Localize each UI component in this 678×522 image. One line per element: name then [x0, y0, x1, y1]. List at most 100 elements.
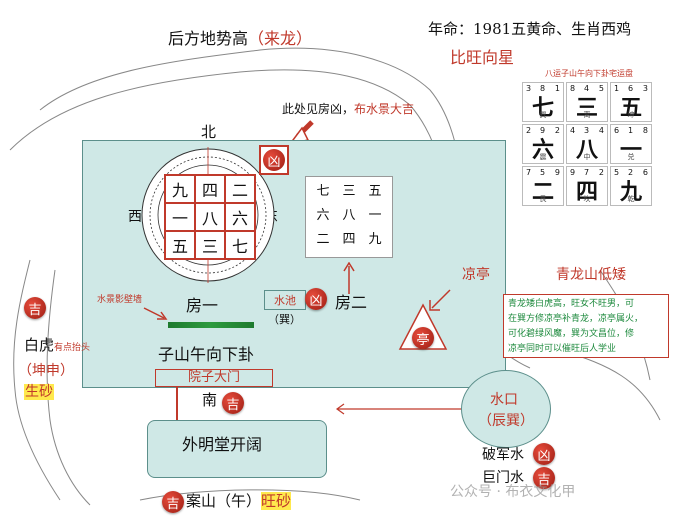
cell-left-num: 8 — [570, 84, 576, 93]
pavilion-badge: 亭 — [412, 327, 434, 349]
cell-palace: 中 — [583, 153, 591, 161]
thumb-cell: 一 — [368, 208, 382, 223]
cell-palace: 坤 — [627, 111, 635, 119]
thumb-cell: 八 — [342, 208, 356, 223]
house2-label: 房二 — [335, 293, 368, 312]
cell-symbol: 四 — [575, 180, 598, 205]
thumb-cell: 五 — [368, 184, 382, 199]
cell-left-num: 3 — [526, 84, 532, 93]
cell-mid-num: 3 — [584, 126, 590, 135]
advice-line-3: 可化碧绿风魔，巽为文昌位，修 — [508, 329, 635, 339]
pavilion-label: 凉亭 — [462, 267, 490, 283]
jumen-label: 巨门水 — [482, 470, 524, 486]
cell-left-num: 1 — [614, 84, 620, 93]
cell-symbol: 六 — [531, 138, 554, 163]
cell-right-num: 3 — [642, 84, 648, 93]
house-note-a: 此处见房凶， — [282, 102, 355, 116]
thumb-cell: 四 — [342, 232, 356, 247]
xun-direction: （巽） — [268, 313, 301, 326]
cell-symbol: 九 — [619, 180, 642, 205]
cell-symbol: 八 — [575, 138, 598, 163]
cell-palace: 坎 — [583, 195, 591, 203]
pojun-label: 破军水 — [482, 447, 524, 463]
xiong-pool-badge: 凶 — [305, 288, 327, 310]
back-high-text: 后方地势高 — [168, 29, 249, 48]
arrow-right-down-icon — [143, 307, 168, 320]
arrow-left-icon — [335, 403, 462, 415]
cell-left-num: 5 — [614, 168, 620, 177]
thumbnail-chart: 七 三 五 六 八 一 二 四 九 — [305, 176, 393, 258]
arrow-up-icon — [343, 262, 355, 294]
baihu-text: 白虎 — [24, 336, 55, 354]
cell-symbol: 七 — [531, 96, 554, 121]
pavilion-badge-text: 亭 — [416, 332, 430, 348]
cell-left-num: 4 — [570, 126, 576, 135]
nine-palace-grid: 九 四 二 一 八 六 五 三 七 — [164, 174, 256, 260]
palace-cell: 六 — [225, 203, 255, 231]
cell-mid-num: 7 — [584, 168, 590, 177]
cell-mid-num: 6 — [628, 84, 634, 93]
baihu-note: 有点抬头 — [54, 343, 91, 353]
cell-right-num: 1 — [554, 84, 560, 93]
house1-label: 房一 — [186, 296, 219, 315]
zi-wu-label: 子山午向下卦 — [158, 345, 255, 364]
cell-mid-num: 9 — [540, 126, 546, 135]
cell-left-num: 9 — [570, 168, 576, 177]
cell-mid-num: 1 — [628, 126, 634, 135]
courtyard-gate: 院子大门 — [155, 369, 273, 387]
chart-title: 八运子山午向下卦宅运盘 — [545, 69, 633, 78]
advice-line-4: 凉亭同时可以催旺后人学业 — [508, 344, 617, 354]
palace-cell: 九 — [165, 175, 195, 203]
cell-left-num: 6 — [614, 126, 620, 135]
pool-label: 水池 — [274, 294, 296, 307]
cell-mid-num: 4 — [584, 84, 590, 93]
cell-palace: 乾 — [627, 195, 635, 203]
advice-line-2: 在巽方修凉亭补青龙，凉亭属火， — [508, 314, 644, 324]
thumb-cell: 七 — [316, 184, 330, 199]
cell-palace: 离 — [583, 111, 591, 119]
cell-right-num: 2 — [598, 168, 604, 177]
cell-symbol: 三 — [575, 96, 598, 121]
compare-star-label: 比旺向星 — [450, 48, 515, 67]
water-outlet-pond — [461, 370, 551, 448]
ji-jumen-text: 吉 — [537, 472, 551, 488]
ji-south-text: 吉 — [226, 397, 240, 413]
thumb-cell: 二 — [316, 232, 330, 247]
shengsha-label: 生砂 — [24, 384, 54, 400]
cell-palace: 巽 — [539, 111, 547, 119]
cell-right-num: 9 — [554, 168, 560, 177]
gate-path — [176, 386, 178, 422]
cell-symbol: 二 — [531, 180, 554, 205]
cell-palace: 艮 — [539, 195, 547, 203]
birth-info: 年命：1981五黄命、生肖西鸡 — [428, 20, 632, 38]
cell-mid-num: 2 — [628, 168, 634, 177]
shuikou-label: 水口 — [490, 392, 518, 408]
compass-west: 西 — [128, 209, 142, 225]
thumb-cell: 三 — [342, 184, 356, 199]
cell-palace: 震 — [539, 153, 547, 161]
palace-cell: 四 — [195, 175, 225, 203]
xiong-pojun-text: 凶 — [537, 448, 551, 464]
ji-anshan-badge: 吉 — [162, 491, 184, 513]
xiong-pool-text: 凶 — [309, 293, 323, 309]
kunshen-label: （坤申） — [18, 363, 74, 379]
advice-note-box: 青龙矮白虎高，旺女不旺男，可 在巽方修凉亭补青龙，凉亭属火， 可化碧绿风魔，巽为… — [503, 294, 669, 358]
compass-north: 北 — [201, 123, 217, 141]
watermark: 公众号 · 布衣文化甲 — [450, 484, 576, 500]
thumb-cell: 六 — [316, 208, 330, 223]
mingtang-label: 外明堂开阔 — [182, 435, 263, 454]
palace-cell: 七 — [225, 231, 255, 259]
outer-mingtang — [147, 420, 327, 478]
xiong-badge-text: 凶 — [263, 149, 285, 171]
arrow-down-left-icon-2 — [429, 289, 451, 311]
ji-anshan-text: 吉 — [166, 496, 180, 512]
south-label: 南 — [202, 391, 218, 409]
anshan-wangsha: 旺砂 — [261, 492, 292, 510]
xiong-pojun-badge: 凶 — [533, 443, 555, 465]
